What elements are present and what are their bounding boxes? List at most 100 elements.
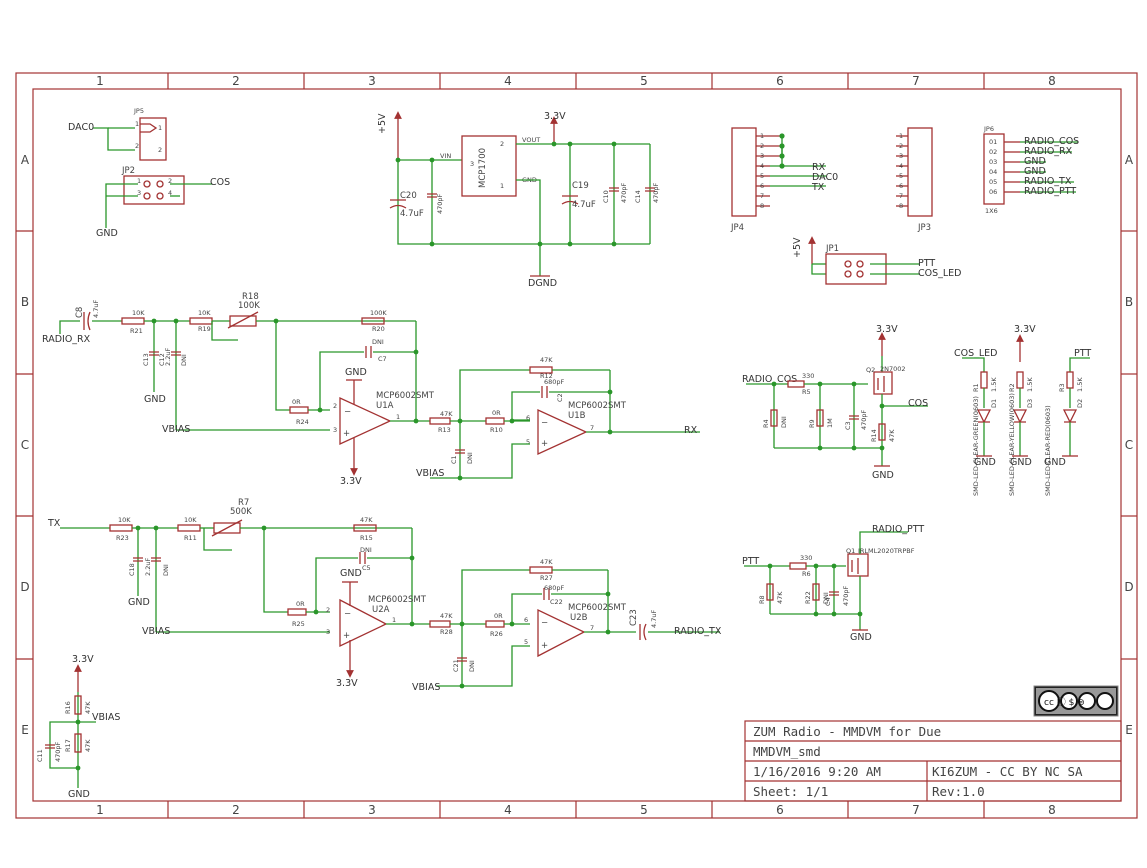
- r18-value: 100K: [238, 301, 260, 311]
- svg-text:5: 5: [899, 172, 903, 180]
- c11-ref: C11: [36, 749, 44, 762]
- r4-ref: R4: [762, 419, 770, 428]
- jp2-header: JP2 COS GND 13 24: [96, 166, 230, 239]
- svg-text:1: 1: [500, 182, 504, 190]
- c19-ref: C19: [572, 181, 589, 191]
- row-label: E: [1125, 723, 1133, 737]
- jp6-header: 01 02 03 04 05 06 RADIO_COS RADIO_RX GND…: [983, 125, 1079, 215]
- net-3v3-vbias: 3.3V: [72, 654, 94, 665]
- jp4-header: 1 2 3 4 5 6 7 8 RX DAC0 TX JP4: [730, 127, 838, 233]
- r12-value: 47K: [540, 356, 553, 364]
- c1-dni: DNI: [466, 452, 474, 464]
- jp4-ref: JP4: [730, 223, 744, 233]
- r10-value: 0R: [492, 409, 501, 417]
- net-vbias-u1a: VBIAS: [162, 424, 190, 435]
- net-rx-out: RX: [684, 425, 698, 436]
- r15-value: 47K: [360, 516, 373, 524]
- r13-ref: R13: [438, 426, 451, 434]
- col-label: 5: [640, 803, 648, 817]
- jp6-pin-id: 04: [989, 168, 997, 176]
- jp6-net: RADIO_PTT: [1024, 186, 1076, 197]
- svg-text:6: 6: [526, 414, 530, 422]
- c18-ref: C18: [128, 563, 136, 576]
- jp4-pin-label: 7: [760, 192, 764, 200]
- c7-dni: DNI: [372, 338, 384, 346]
- col-label: 3: [368, 74, 376, 88]
- net-ptt: PTT: [918, 258, 935, 269]
- col-label: 5: [640, 74, 648, 88]
- r19-value: 10K: [198, 309, 211, 317]
- c22-ref: C22: [550, 598, 563, 606]
- jp4-net-dac0: DAC0: [812, 172, 838, 183]
- c20-ref: C20: [400, 191, 417, 201]
- r22-dni: DNI: [822, 592, 830, 604]
- r18-ref: R18: [242, 292, 259, 302]
- net-gnd: GND: [96, 228, 118, 239]
- jp1-ref: JP1: [825, 244, 839, 254]
- col-label: 4: [504, 803, 512, 817]
- r13-value: 47K: [440, 410, 453, 418]
- title-text: ZUM Radio - MMDVM for Due: [753, 724, 941, 739]
- c1-ref: C1: [450, 455, 458, 464]
- svg-text:2: 2: [135, 142, 139, 150]
- jp4-pin-label: 3: [760, 152, 764, 160]
- row-label: B: [21, 295, 29, 309]
- r5-ref: R5: [802, 388, 811, 396]
- title-block: ZUM Radio - MMDVM for Due MMDVM_smd 1/16…: [744, 720, 1122, 802]
- net-vin: VIN: [440, 152, 451, 160]
- svg-text:7: 7: [899, 192, 903, 200]
- r23-ref: R23: [116, 534, 129, 542]
- c18b-dni: DNI: [162, 564, 170, 576]
- q1-value: IRLML2020TRPBF: [858, 547, 915, 555]
- r16-ref: R16: [64, 701, 72, 714]
- jp6-pin-id: 06: [989, 188, 997, 196]
- c20-value: 4.7uF: [400, 209, 424, 219]
- net-radio-tx: RADIO_TX: [674, 626, 722, 637]
- c2-ref: C2: [556, 393, 564, 402]
- c3-value: 470pF: [860, 409, 868, 430]
- svg-text:3: 3: [470, 160, 474, 168]
- svg-text:3: 3: [137, 189, 141, 197]
- c5-ref: C5: [362, 564, 371, 572]
- r14-ref: R14: [870, 429, 878, 442]
- u2a-ref: U2A: [372, 605, 390, 615]
- svg-text:3: 3: [326, 628, 330, 636]
- u2b-part: MCP6002SMT: [568, 603, 627, 613]
- row-label: C: [1125, 438, 1133, 452]
- u1a-ref: U1A: [376, 401, 394, 411]
- c18-value: 2.2uF: [144, 558, 152, 576]
- r24-ref: R24: [296, 418, 309, 426]
- svg-text:2: 2: [899, 142, 903, 150]
- r22-ref: R22: [804, 591, 812, 604]
- row-label: D: [1124, 580, 1133, 594]
- net-vbias-u2b: VBIAS: [412, 682, 440, 693]
- svg-text:1: 1: [137, 177, 141, 185]
- c22-value: 680pF: [544, 584, 565, 592]
- svg-text:5: 5: [526, 438, 530, 446]
- u1a-part: MCP6002SMT: [376, 391, 435, 401]
- r11-value: 10K: [184, 516, 197, 524]
- col-label: 6: [776, 803, 784, 817]
- r4-dni: DNI: [780, 416, 788, 428]
- net-gnd-d1: GND: [974, 457, 996, 468]
- tx-chain: TX 10K R23 C18 2.2uF GND DNI 10K R11 R7 …: [47, 498, 722, 693]
- row-label: A: [1125, 153, 1134, 167]
- r8-value: 47K: [776, 591, 784, 604]
- jp4-pin-label: 8: [760, 202, 764, 210]
- cc-license-badge: cc ⓘ $ ⊜: [1033, 685, 1119, 717]
- col-label: 8: [1048, 803, 1056, 817]
- net-tx-in: TX: [47, 518, 61, 529]
- jp1-header: +5V JP1 PTT COS_LED: [792, 236, 962, 285]
- r7-ref: R7: [238, 498, 249, 508]
- net-cos-led: COS_LED: [918, 268, 962, 279]
- c4-value: 470pF: [842, 585, 850, 606]
- row-label: B: [1125, 295, 1133, 309]
- jp4-pin-label: 1: [760, 132, 764, 140]
- r20-ref: R20: [372, 325, 385, 333]
- rev-text: Rev:1.0: [932, 784, 985, 799]
- col-label: 2: [232, 803, 240, 817]
- c3-ref: C3: [844, 421, 852, 430]
- jp6-net: RADIO_COS: [1024, 136, 1079, 147]
- net-vout: VOUT: [522, 136, 540, 144]
